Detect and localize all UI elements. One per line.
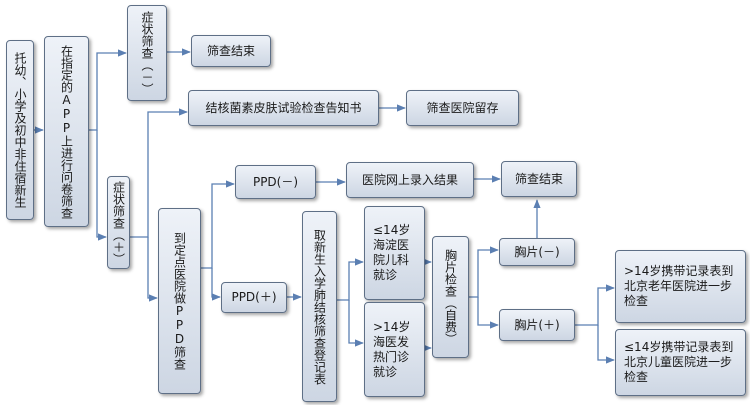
ppd-screening-node: 到定点医院做PPD筛查 [158, 208, 201, 394]
xray-positive-node: 胸片(＋) [499, 309, 575, 341]
over14-referral-elderly-hospital-node: >14岁携带记录表到北京老年医院进一步检查 [615, 250, 746, 323]
screening-end-node-2: 筛查结束 [501, 161, 577, 197]
registration-form-node: 取新生入学肺结核筛查登记表 [302, 211, 337, 402]
screening-end-node-1: 筛查结束 [191, 35, 271, 67]
symptom-negative-node: 症状筛查（－） [127, 5, 167, 101]
hospital-archive-node: 筛查医院留存 [406, 90, 519, 126]
online-record-result-node: 医院网上录入结果 [346, 162, 474, 198]
chest-xray-node: 胸片检查（自费） [432, 236, 469, 358]
app-questionnaire-node: 在指定的APP上进行问卷筛查 [44, 36, 89, 227]
ppd-positive-node: PPD(＋) [221, 282, 287, 313]
xray-negative-node: 胸片(－) [499, 238, 575, 266]
under14-haidian-pediatrics-node: ≤14岁海淀医院儿科就诊 [364, 206, 425, 300]
start-node-new-students: 托幼、小学及初中非住宿新生 [6, 40, 34, 220]
tb-skin-test-notice-node: 结核菌素皮肤试验检查告知书 [188, 90, 379, 126]
over14-haidian-fever-clinic-node: >14岁海医发热门诊就诊 [364, 302, 425, 397]
under14-referral-children-hospital-node: ≤14岁携带记录表到北京儿童医院进一步检查 [615, 329, 746, 396]
symptom-positive-node: 症状筛查（＋） [107, 176, 130, 269]
ppd-negative-node: PPD(－) [235, 165, 316, 199]
